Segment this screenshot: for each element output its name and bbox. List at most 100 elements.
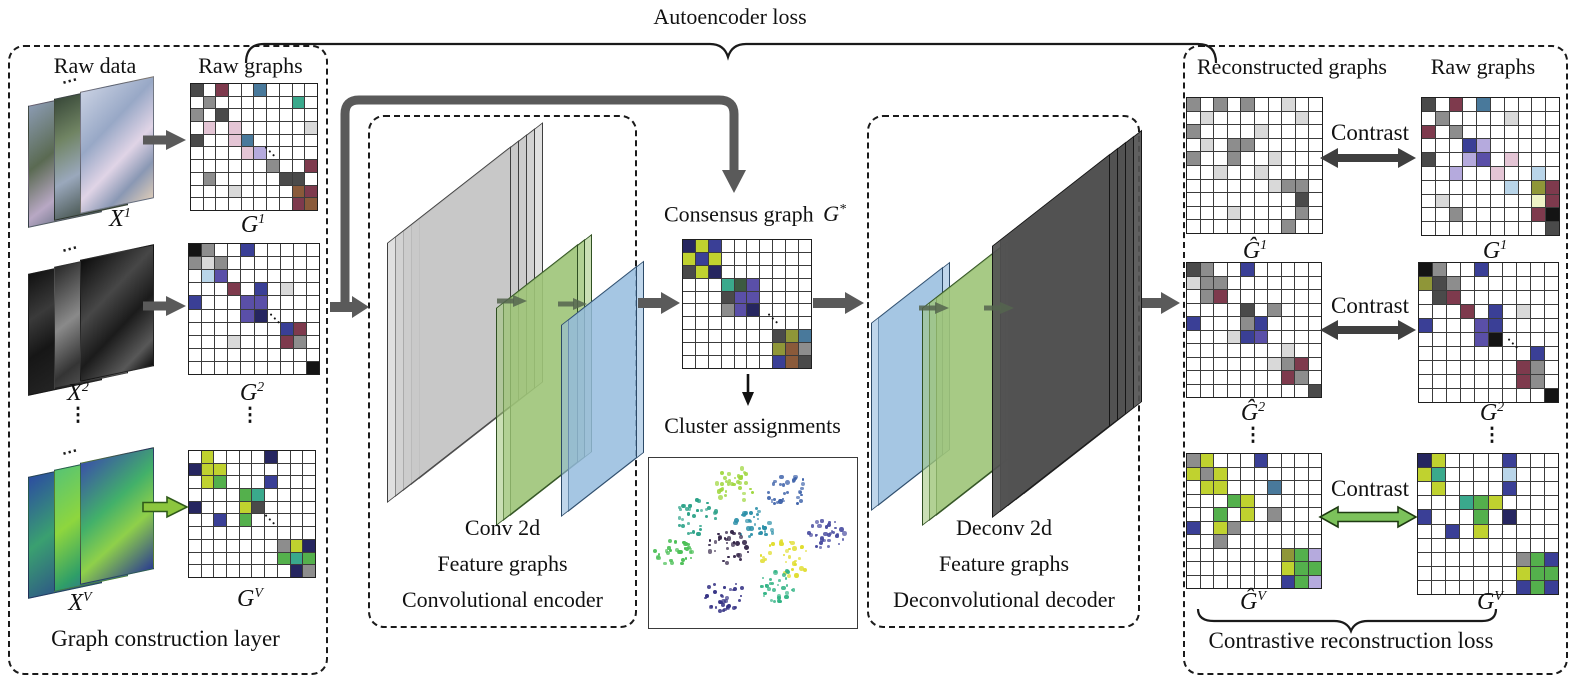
matrix-cell: [1502, 538, 1516, 552]
matrix-cell: [1268, 371, 1281, 384]
matrix-cell: [277, 476, 290, 489]
matrix-cell: [216, 172, 229, 185]
matrix-cell: [1187, 276, 1200, 289]
matrix-cell: [1446, 538, 1460, 552]
matrix-cell: [773, 265, 786, 278]
matrix-cell: [1295, 494, 1308, 507]
matrix-cell: [747, 291, 760, 304]
matrix-cell: [203, 109, 216, 122]
cluster-point: [725, 595, 730, 601]
matrix-cell: [1187, 152, 1200, 165]
matrix-cell: [1516, 496, 1530, 510]
cluster-point: [774, 569, 778, 573]
matrix-cell: [1546, 153, 1559, 166]
matrix-cell: [747, 356, 760, 368]
matrix-cell: [1491, 167, 1504, 180]
matrix-cell: [254, 309, 267, 322]
matrix-cell: [1532, 153, 1546, 166]
cluster-point: [684, 557, 687, 560]
matrix-cell: [1308, 454, 1321, 467]
matrix-cell: [214, 501, 227, 514]
matrix-cell: [239, 565, 252, 577]
matrix-cell: [1489, 361, 1502, 374]
matrix-cell: [292, 122, 305, 134]
cluster-point: [781, 497, 784, 500]
matrix-cell: [1419, 277, 1432, 290]
matrix-cell: [1187, 98, 1200, 111]
cluster-point: [737, 485, 742, 491]
matrix-cell: [241, 361, 254, 374]
matrix-cell: [1460, 510, 1474, 524]
matrix-cell: [1227, 344, 1240, 357]
matrix-cell: [1475, 347, 1488, 360]
cluster-point: [739, 585, 744, 590]
cluster-point: [745, 518, 751, 524]
matrix-cell: [191, 96, 203, 109]
matrix-cell: [1214, 344, 1227, 357]
cluster-point: [791, 588, 796, 592]
matrix-cell: [1477, 153, 1490, 166]
matrix-cell: [1268, 220, 1282, 233]
matrix-cell: [1268, 454, 1281, 467]
matrix-cell: [1461, 291, 1474, 304]
cluster-point: [785, 584, 789, 587]
matrix-cell: [1475, 263, 1488, 276]
matrix-cell: [1418, 580, 1432, 594]
cluster-point: [742, 492, 746, 496]
matrix-cell: [695, 291, 708, 304]
matrix-cell: [1491, 208, 1504, 222]
matrix-cell: [306, 244, 319, 257]
matrix-cell: [1474, 580, 1488, 594]
matrix-cell: [1435, 139, 1449, 153]
cluster-point: [804, 550, 807, 553]
matrix-cell: [216, 134, 229, 147]
matrix-cell: [215, 348, 228, 361]
matrix-cell: [239, 463, 252, 476]
cluster-point: [699, 508, 703, 512]
matrix-cell: [1268, 276, 1281, 289]
matrix-cell: [267, 335, 280, 348]
matrix-cell: [1241, 357, 1254, 370]
matrix-cell: [1227, 152, 1241, 165]
matrix-cell: [1281, 330, 1294, 343]
matrix-cell: [1200, 220, 1214, 233]
matrix-cell: [1419, 319, 1432, 332]
matrix-cell: [290, 501, 303, 514]
matrix-cell: [1214, 125, 1227, 138]
matrix-cell: [773, 252, 786, 265]
matrix-cell: [1418, 566, 1432, 580]
matrix-cell: [189, 309, 202, 322]
matrix-cell: [203, 172, 216, 185]
matrix-cell: [305, 122, 317, 134]
matrix-cell: [203, 160, 216, 172]
matrix-cell: [267, 147, 279, 160]
cluster-point: [727, 472, 731, 476]
matrix-cell: [1282, 193, 1295, 206]
matrix-cell: [1187, 290, 1200, 303]
matrix-cell: [1477, 180, 1490, 194]
label-x2: X2: [67, 380, 89, 406]
matrix-cell: [1419, 389, 1432, 402]
matrix-cell: [721, 278, 734, 291]
matrix-cell: [1518, 180, 1532, 194]
matrix-cell: [1308, 303, 1321, 316]
matrix-cell: [1477, 111, 1490, 125]
cluster-point: [678, 506, 682, 510]
matrix-cell: [1254, 562, 1267, 575]
matrix-cell: [1517, 347, 1530, 360]
cluster-point: [690, 550, 695, 555]
matrix-cell: [1418, 524, 1432, 538]
matrix-cell: [1268, 344, 1281, 357]
matrix-cell: [1214, 166, 1227, 179]
matrix-cell: [1504, 167, 1518, 180]
matrix-cell: [1488, 482, 1502, 496]
matrix-cell: [303, 501, 315, 514]
label-ghat1: Ĝ1: [1242, 238, 1268, 264]
matrix-cell: [228, 309, 241, 322]
matrix-cell: [1491, 180, 1504, 194]
cluster-point: [749, 487, 752, 491]
matrix-cell: [1530, 566, 1544, 580]
matrix-cell: [1447, 361, 1460, 374]
matrix-cell: [265, 463, 277, 476]
cluster-point: [689, 531, 693, 535]
